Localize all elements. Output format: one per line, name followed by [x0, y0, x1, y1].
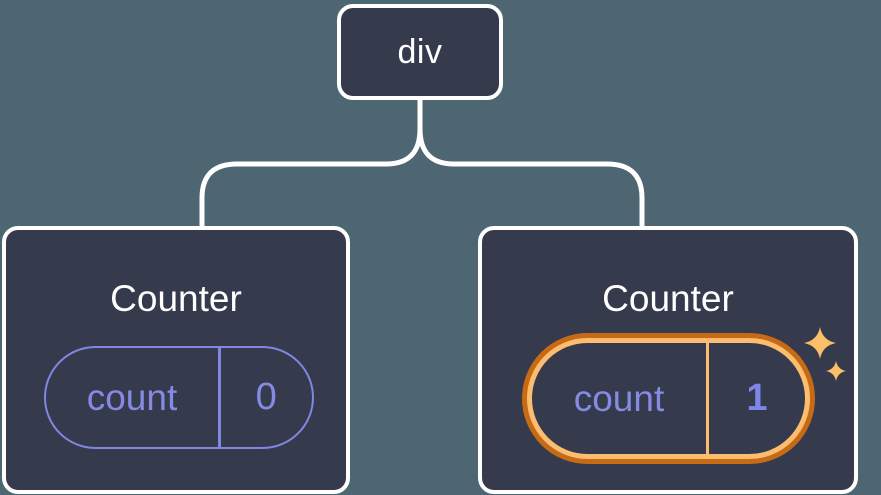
tree-node-div: div [337, 4, 503, 100]
counter-title: Counter [110, 278, 242, 319]
counter-card-right: Counter count 1 [478, 226, 858, 494]
counter-title: Counter [602, 278, 734, 319]
state-key-label: count [86, 376, 178, 418]
counter-card-left: Counter count 0 [2, 226, 350, 494]
state-pill: count 0 [44, 346, 314, 449]
state-pill-divider [218, 348, 221, 447]
sparkle-small [826, 361, 846, 381]
state-value-label: 1 [746, 377, 768, 419]
state-key-label: count [573, 377, 665, 419]
state-pill-divider [706, 343, 709, 454]
tree-node-div-label: div [397, 32, 443, 71]
connector-right-branch [417, 98, 645, 227]
state-value-label: 0 [255, 376, 277, 418]
sparkle-large [804, 327, 836, 359]
state-pill-highlighted: count 1 [522, 333, 815, 464]
connector-left-branch [199, 98, 423, 227]
